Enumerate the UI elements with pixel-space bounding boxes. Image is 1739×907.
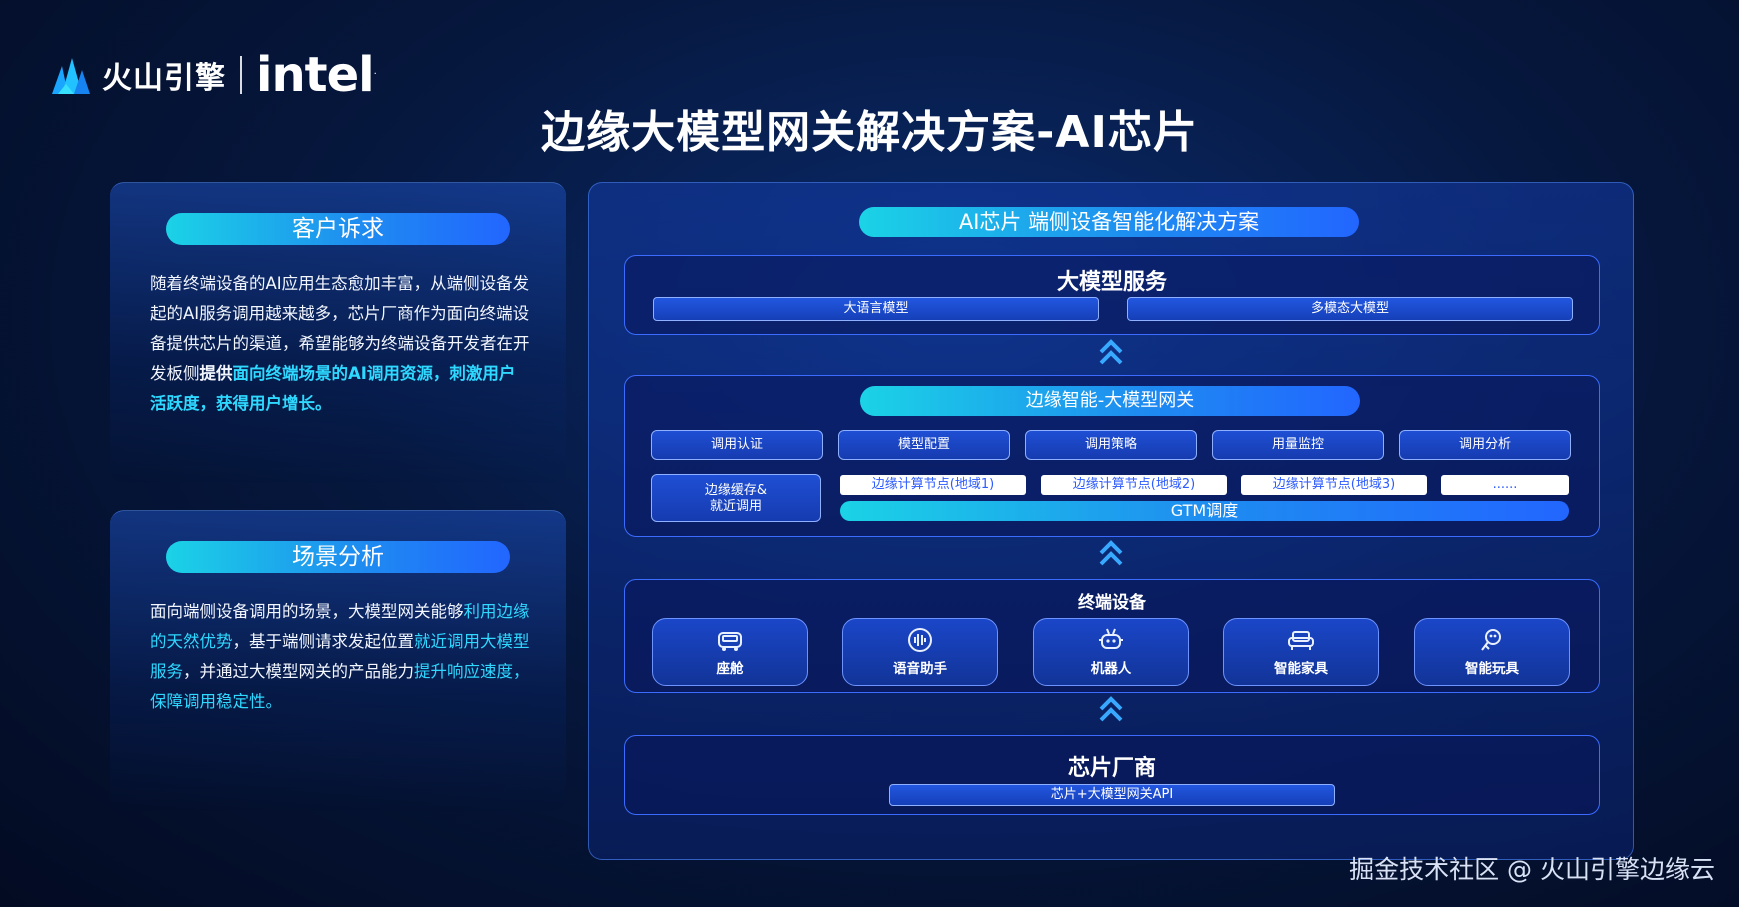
text-segment: ，基于端侧请求发起位置: [232, 632, 415, 651]
text-segment-highlight: 利用边缘的天然优势: [150, 602, 530, 651]
text-segment-highlight: 面向终端场景的AI调用资源，刺激用户活跃度，获得用户增长。: [150, 364, 516, 413]
text-segment: 随着终端设备的AI应用生态愈加丰富，从端侧设备发起的AI服务调用越来越多，芯片厂…: [150, 274, 530, 383]
voice-icon: [908, 628, 932, 652]
chip-vendor-title: 芯片厂商: [1067, 756, 1156, 781]
page-title: 边缘大模型网关解决方案-AI芯片: [541, 107, 1198, 158]
llm-bar: 大语言模型: [653, 297, 1099, 321]
customer-needs-text: 随着终端设备的AI应用生态愈加丰富，从端侧设备发起的AI服务调用越来越多，芯片厂…: [150, 269, 530, 419]
up-chevron-icon: [1099, 696, 1123, 722]
edge-node-3: 边缘计算节点(地域3): [1241, 475, 1427, 495]
intel-logo: intel.: [256, 47, 377, 103]
customer-needs-panel: 客户诉求 随着终端设备的AI应用生态愈加丰富，从端侧设备发起的AI服务调用越来越…: [110, 182, 566, 483]
scenario-analysis-title: 场景分析: [166, 541, 510, 573]
device-label: 语音助手: [893, 661, 947, 677]
car-icon: [718, 632, 742, 651]
scenario-analysis-text: 面向端侧设备调用的场景，大模型网关能够利用边缘的天然优势，基于端侧请求发起位置就…: [150, 597, 530, 717]
header-logos: 火山引擎 intel.: [50, 47, 377, 103]
text-segment: 面向端侧设备调用的场景，大模型网关能够: [150, 602, 464, 621]
multimodal-bar: 多模态大模型: [1127, 297, 1573, 321]
device-voice-assistant: 语音助手: [842, 618, 998, 686]
scenario-analysis-panel: 场景分析 面向端侧设备调用的场景，大模型网关能够利用边缘的天然优势，基于端侧请求…: [110, 510, 566, 811]
gateway-box: 边缘智能-大模型网关 调用认证 模型配置 调用策略 用量监控 调用分析 边缘缓存…: [624, 375, 1600, 537]
function-strategy: 调用策略: [1025, 430, 1197, 460]
edge-node-1: 边缘计算节点(地域1): [840, 475, 1026, 495]
edge-cache-box: 边缘缓存& 就近调用: [651, 474, 821, 522]
device-label: 智能家具: [1274, 661, 1328, 677]
toy-icon: [1481, 629, 1501, 651]
customer-needs-title: 客户诉求: [166, 213, 510, 245]
function-analysis: 调用分析: [1399, 430, 1571, 460]
devices-box: 终端设备 座舱 语音助手: [624, 579, 1600, 693]
device-smart-toy: 智能玩具: [1414, 618, 1570, 686]
device-label: 机器人: [1090, 661, 1132, 677]
text-segment: ，并通过大模型网关的产品能力: [183, 662, 414, 681]
logo-separator: [240, 56, 242, 94]
edge-node-more: ......: [1441, 475, 1569, 495]
text-segment-highlight: 提升响应速度，保障调用稳定性。: [150, 662, 530, 711]
robot-icon: [1099, 628, 1123, 649]
brand-name: 火山引擎: [102, 61, 226, 96]
up-chevron-icon: [1099, 540, 1123, 566]
edge-node-2: 边缘计算节点(地域2): [1041, 475, 1227, 495]
footer-watermark: 掘金技术社区 @ 火山引擎边缘云: [1349, 855, 1715, 884]
device-cockpit: 座舱: [652, 618, 808, 686]
device-label: 智能玩具: [1465, 661, 1519, 677]
chip-vendor-box: 芯片厂商 芯片+大模型网关API: [624, 735, 1600, 815]
text-segment-highlight: 就近调用大模型服务: [150, 632, 530, 681]
function-usage-monitor: 用量监控: [1212, 430, 1384, 460]
device-label: 座舱: [716, 661, 744, 677]
device-robot: 机器人: [1033, 618, 1189, 686]
sofa-icon: [1288, 631, 1314, 650]
text-segment-strong: 提供: [199, 364, 233, 383]
devices-title: 终端设备: [1078, 593, 1146, 613]
volcano-logo-icon: [52, 58, 90, 94]
model-service-box: 大模型服务 大语言模型 多模态大模型: [624, 255, 1600, 335]
device-smart-furniture: 智能家具: [1223, 618, 1379, 686]
function-model-config: 模型配置: [838, 430, 1010, 460]
gtm-bar: GTM调度: [840, 501, 1569, 521]
gateway-title: 边缘智能-大模型网关: [860, 386, 1360, 416]
function-auth: 调用认证: [651, 430, 823, 460]
model-service-title: 大模型服务: [1056, 270, 1167, 295]
solution-title: AI芯片 端侧设备智能化解决方案: [859, 207, 1359, 237]
up-chevron-icon: [1099, 339, 1123, 365]
solution-diagram-panel: AI芯片 端侧设备智能化解决方案 大模型服务 大语言模型 多模态大模型 边缘智能…: [588, 182, 1634, 860]
chip-api-bar: 芯片+大模型网关API: [889, 784, 1335, 806]
